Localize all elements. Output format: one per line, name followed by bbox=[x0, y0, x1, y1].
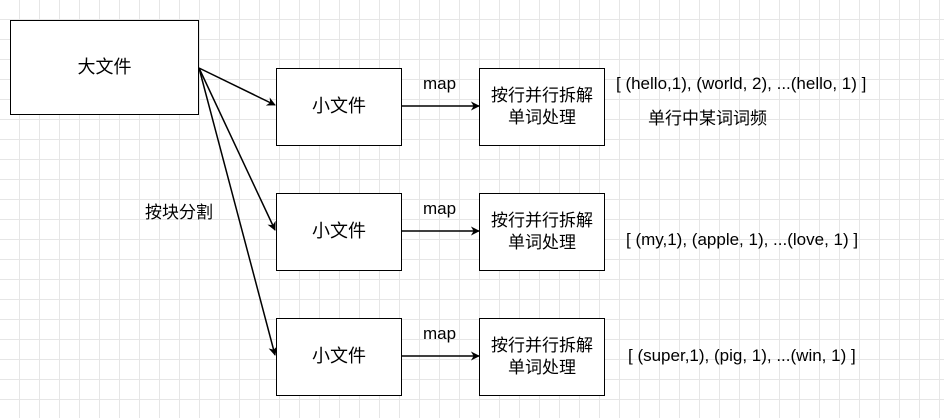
map-label-2: map bbox=[423, 199, 457, 218]
source-file-label: 大文件 bbox=[77, 56, 132, 78]
result-label-1: [ (hello,1), (world, 2), ...(hello, 1) ] bbox=[616, 74, 867, 93]
chunk-label-2: 小文件 bbox=[312, 221, 366, 242]
map-label-3: map bbox=[423, 324, 457, 343]
note-label-1: 单行中某词词频 bbox=[648, 109, 767, 129]
chunk-label-3: 小文件 bbox=[312, 346, 366, 367]
process-label-3: 按行并行拆解单词处理 bbox=[491, 336, 593, 378]
result-label-3: [ (super,1), (pig, 1), ...(win, 1) ] bbox=[628, 346, 856, 365]
chunk-node-1[interactable]: 小文件 bbox=[276, 68, 402, 146]
split-label: 按块分割 bbox=[145, 203, 213, 223]
result-label-2: [ (my,1), (apple, 1), ...(love, 1) ] bbox=[626, 230, 859, 249]
chunk-node-2[interactable]: 小文件 bbox=[276, 193, 402, 271]
edge-source-to-chunk-1 bbox=[198, 67, 276, 106]
process-node-3[interactable]: 按行并行拆解单词处理 bbox=[479, 318, 605, 396]
process-label-1: 按行并行拆解单词处理 bbox=[491, 86, 593, 128]
process-label-2: 按行并行拆解单词处理 bbox=[491, 211, 593, 253]
source-file-node[interactable]: 大文件 bbox=[10, 20, 199, 115]
chunk-label-1: 小文件 bbox=[312, 96, 366, 117]
process-node-1[interactable]: 按行并行拆解单词处理 bbox=[479, 68, 605, 146]
process-node-2[interactable]: 按行并行拆解单词处理 bbox=[479, 193, 605, 271]
chunk-node-3[interactable]: 小文件 bbox=[276, 318, 402, 396]
map-label-1: map bbox=[423, 74, 457, 93]
